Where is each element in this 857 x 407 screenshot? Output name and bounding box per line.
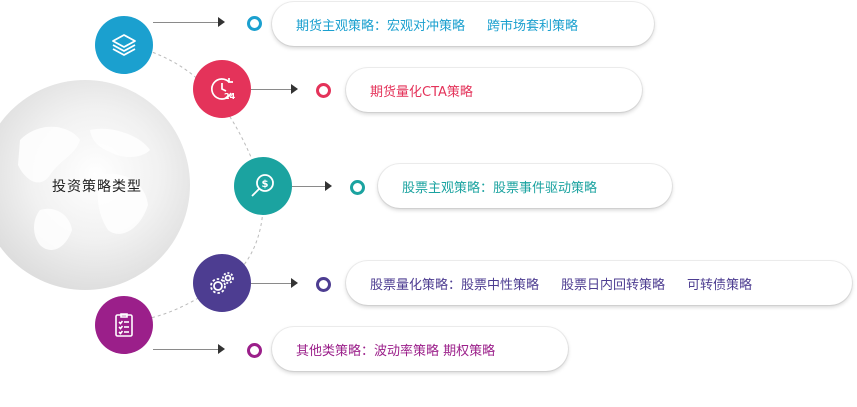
clipboard-checklist-icon bbox=[115, 313, 133, 337]
clock-24-icon: 24 bbox=[211, 78, 236, 101]
strategy-pill-futures-cta: 期货量化CTA策略 bbox=[346, 68, 642, 112]
branch-node-other bbox=[95, 296, 153, 354]
connector-line bbox=[251, 89, 291, 90]
strategy-pill-futures-subjective: 期货主观策略：宏观对冲策略 跨市场套利策略 bbox=[272, 2, 654, 46]
strategy-label: 股票日内回转策略 bbox=[561, 277, 666, 293]
globe-background bbox=[0, 80, 190, 290]
branch-node-futures-cta: 24 bbox=[193, 60, 251, 118]
connector-dot bbox=[350, 180, 365, 195]
connector-dot bbox=[247, 16, 262, 31]
connector-line bbox=[153, 22, 218, 23]
gears-icon bbox=[210, 272, 234, 294]
connector-line bbox=[251, 283, 291, 284]
strategy-label: 期货主观策略：宏观对冲策略 bbox=[296, 18, 466, 34]
strategy-label: 股票主观策略：股票事件驱动策略 bbox=[402, 180, 598, 196]
arrow-icon bbox=[218, 344, 225, 354]
center-title: 投资策略类型 bbox=[52, 179, 142, 195]
strategy-label: 股票量化策略：股票中性策略 bbox=[370, 277, 540, 293]
svg-text:24: 24 bbox=[224, 92, 236, 101]
connector-dot bbox=[316, 277, 331, 292]
layers-icon bbox=[112, 34, 136, 56]
strategy-pill-stock-subjective: 股票主观策略：股票事件驱动策略 bbox=[378, 164, 672, 208]
magnifier-dollar-icon: $ bbox=[251, 174, 274, 197]
connector-dot bbox=[316, 83, 331, 98]
arrow-icon bbox=[291, 84, 298, 94]
connector-dot bbox=[247, 343, 262, 358]
connector-line bbox=[292, 186, 325, 187]
strategy-label: 期货量化CTA策略 bbox=[370, 84, 473, 100]
branch-node-stock-quant bbox=[193, 254, 251, 312]
strategy-label: 可转债策略 bbox=[687, 277, 753, 293]
strategy-pill-stock-quant: 股票量化策略：股票中性策略 股票日内回转策略 可转债策略 bbox=[346, 261, 852, 305]
svg-text:$: $ bbox=[262, 179, 269, 190]
branch-node-stock-subjective: $ bbox=[234, 157, 292, 215]
arrow-icon bbox=[291, 278, 298, 288]
strategy-pill-other: 其他类策略：波动率策略 期权策略 bbox=[272, 327, 568, 371]
strategy-label: 跨市场套利策略 bbox=[487, 18, 579, 34]
arrow-icon bbox=[325, 181, 332, 191]
arrow-icon bbox=[218, 17, 225, 27]
strategy-label: 其他类策略：波动率策略 期权策略 bbox=[296, 343, 496, 359]
connector-line bbox=[153, 349, 218, 350]
branch-node-futures-subjective bbox=[95, 16, 153, 74]
